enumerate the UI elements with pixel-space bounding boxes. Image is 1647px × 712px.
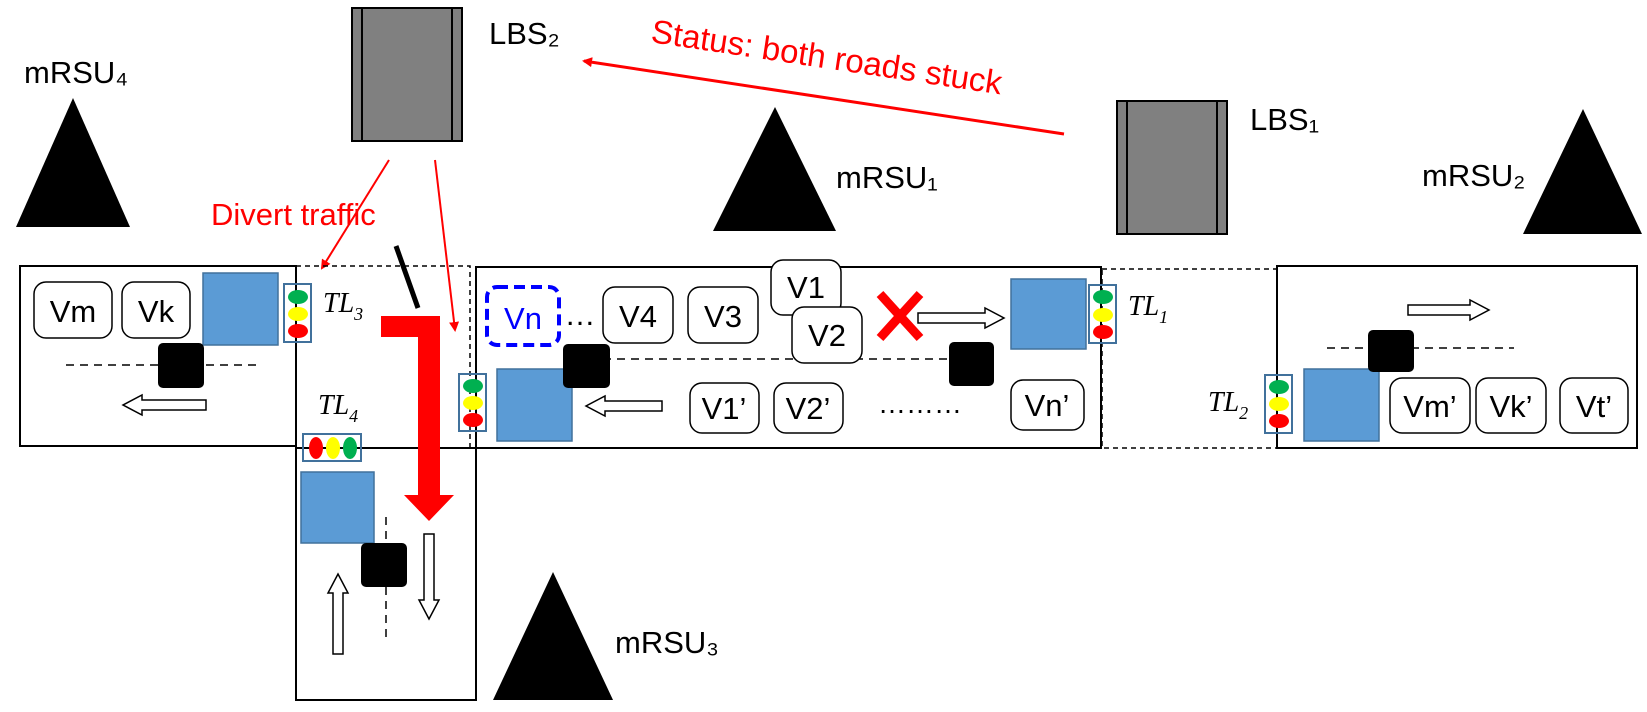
tl1-traffic-light-icon [1088,284,1117,344]
left-road [19,265,297,447]
mrsu1-triangle-icon [713,107,836,231]
tl4-label: TL4 [318,390,358,426]
tl2-label: TL2 [1208,387,1248,423]
divert-annotation: Divert traffic [211,197,376,232]
lbs1-label: LBS₁ [1250,102,1319,137]
vehicle-vn-label: Vn [504,301,542,336]
vehicle-v1-prime [689,382,760,434]
vehicle-vm-label: Vm [50,294,97,329]
vehicle-block [202,272,279,346]
vehicle-v2-prime-label: V2’ [786,391,831,426]
black-square-icon [949,342,994,386]
vehicle-v2-label: V2 [808,318,846,353]
vehicle-vn-highlighted [485,285,561,347]
vehicle-block [1303,368,1380,442]
vehicle-vk-prime-label: Vk’ [1489,389,1532,424]
center-west-traffic-light-icon [458,373,487,432]
divert-arrow-right [434,159,460,332]
diversion-arrow [381,316,454,521]
center-road [475,266,1102,449]
vehicle-v2-prime [773,382,844,434]
up-arrow [326,572,350,655]
vehicle-v1-prime-label: V1’ [702,391,747,426]
tl1-label: TL1 [1128,291,1168,327]
right-arrow [917,306,1006,330]
vehicle-block [300,471,375,544]
vehicle-v4-label: V4 [619,299,657,334]
lbs1-building-icon [1116,100,1228,235]
mrsu1-label: mRSU₁ [836,160,938,195]
divert-arrow-left [320,159,390,270]
tl3-label: TL3 [323,288,363,324]
mrsu2-triangle-icon [1523,109,1642,234]
black-square-icon [1368,330,1414,372]
vehicle-vk [121,281,191,339]
vehicle-vt-prime-label: Vt’ [1576,389,1612,424]
bottom-road [295,447,477,701]
ellipsis: … [565,297,596,332]
down-arrow [417,533,441,621]
vehicle-v1-label: V1 [787,270,825,305]
road-barrier [393,245,421,309]
red-x-icon [876,290,924,342]
vehicle-vn-prime [1010,379,1085,431]
ellipsis-long: ……… [878,388,962,419]
lbs2-label: LBS₂ [489,16,560,51]
tl2-traffic-light-icon [1264,374,1293,434]
black-square-icon [361,543,407,587]
vehicle-block [496,368,573,442]
vehicle-block [1010,278,1087,350]
right-road [1276,265,1638,449]
vehicle-vm-prime-label: Vm’ [1403,389,1456,424]
status-annotation: Status: both roads stuck [649,12,1005,101]
vehicle-v3-label: V3 [704,299,742,334]
mrsu4-label: mRSU₄ [24,55,128,90]
black-square-icon [563,344,610,388]
vehicle-vk-prime [1475,377,1547,434]
left-arrow [121,393,207,417]
vehicle-vk-label: Vk [138,294,175,329]
tl4-traffic-light-icon [302,433,362,462]
status-arrow [582,57,1065,136]
vehicle-vm-prime [1389,377,1471,434]
black-square-icon [158,343,204,388]
vehicle-v2 [791,306,863,364]
mrsu2-label: mRSU₂ [1422,158,1525,193]
vehicle-vm [33,281,113,339]
vehicle-vt-prime [1559,377,1629,434]
vehicle-v4 [602,286,674,344]
vehicle-v3 [687,286,759,344]
tl3-traffic-light-icon [283,283,312,343]
left-arrow [584,394,663,418]
mrsu3-label: mRSU₃ [615,625,719,660]
right-arrow [1407,298,1491,322]
mrsu4-triangle-icon [16,98,130,227]
vehicle-vn-prime-label: Vn’ [1025,388,1070,423]
lbs2-building-icon [351,7,463,142]
mrsu3-triangle-icon [493,572,613,700]
